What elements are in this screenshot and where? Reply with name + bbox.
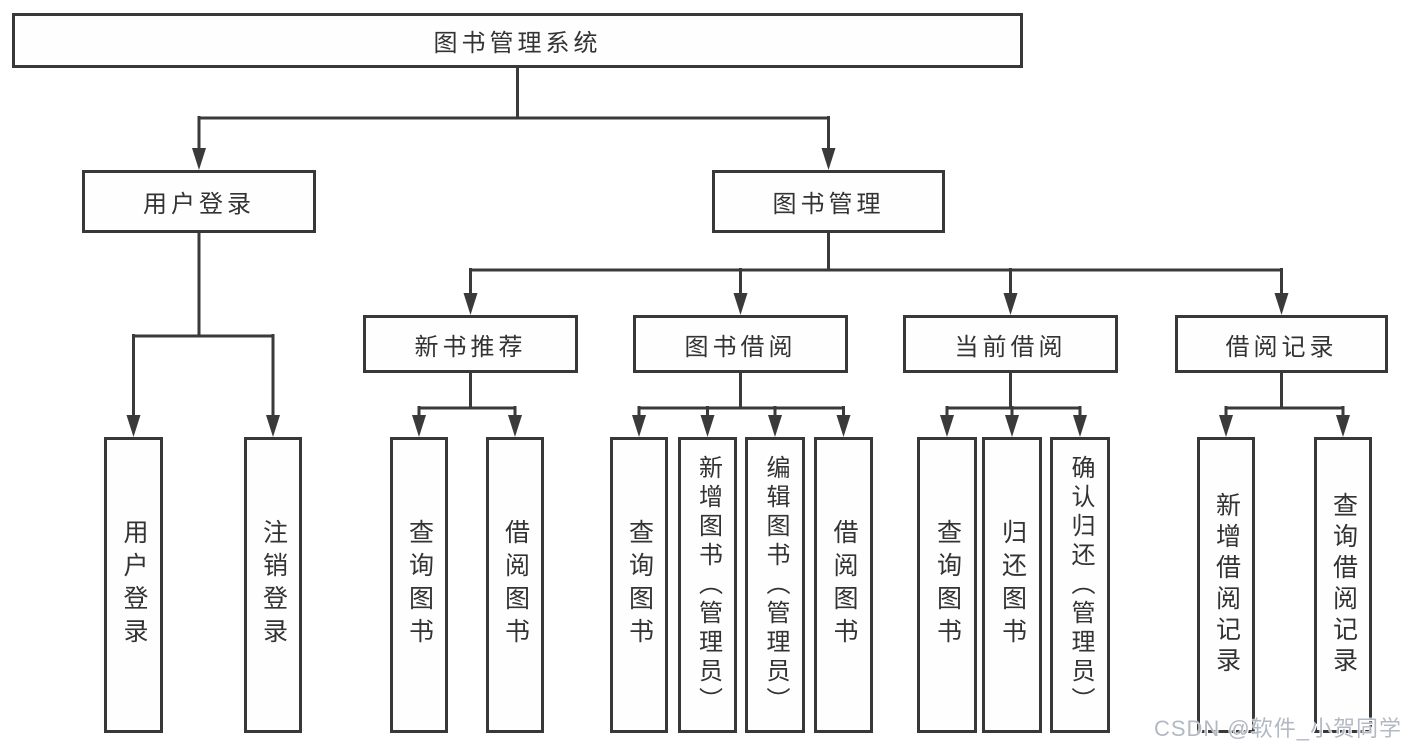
- node-current-borrow: 当前借阅: [903, 315, 1118, 373]
- node-label: 新书推荐: [414, 333, 527, 361]
- node-label: 新增图书（管理员）: [694, 454, 722, 716]
- node-label: 注销登录: [259, 519, 288, 651]
- node-label: 图书管理系统: [433, 30, 602, 57]
- node-label: 当前借阅: [954, 333, 1067, 361]
- node-leaf-query-books-3: 查询图书: [917, 437, 977, 733]
- node-label: 查询图书: [625, 519, 654, 651]
- node-label: 借阅图书: [830, 519, 858, 651]
- connector-borrow-records: [1219, 373, 1350, 437]
- node-book-borrow: 图书借阅: [633, 315, 848, 373]
- node-label: 图书管理: [772, 191, 885, 218]
- node-label: 借阅图书: [501, 519, 530, 651]
- node-label: 查询借阅记录: [1329, 492, 1358, 678]
- node-leaf-query-borrow-record: 查询借阅记录: [1314, 437, 1372, 733]
- node-leaf-add-books-admin: 新增图书（管理员）: [678, 437, 737, 733]
- node-leaf-edit-books-admin: 编辑图书（管理员）: [745, 437, 805, 733]
- node-label: 查询图书: [405, 519, 434, 651]
- node-new-book-recommend: 新书推荐: [363, 315, 578, 373]
- node-leaf-query-books-2: 查询图书: [610, 437, 668, 733]
- node-leaf-query-books-1: 查询图书: [390, 437, 448, 733]
- node-leaf-add-borrow-record: 新增借阅记录: [1197, 437, 1255, 733]
- connector-new-book: [412, 373, 522, 437]
- csdn-watermark: CSDN @软件_小贺同学: [1153, 716, 1402, 741]
- connector-book-management: [463, 233, 1289, 315]
- node-user-login: 用户登录: [82, 170, 316, 233]
- node-label: 编辑图书（管理员）: [762, 454, 789, 716]
- node-label: 新增借阅记录: [1212, 492, 1241, 678]
- node-library-management-system: 图书管理系统: [12, 13, 1023, 68]
- connector-book-borrow: [632, 373, 851, 437]
- node-leaf-return-books: 归还图书: [982, 437, 1042, 733]
- node-label: 查询图书: [933, 519, 962, 651]
- node-label: 归还图书: [998, 519, 1027, 651]
- node-leaf-borrow-books-1: 借阅图书: [486, 437, 544, 733]
- node-leaf-logout: 注销登录: [244, 437, 302, 733]
- node-label: 图书借阅: [684, 333, 797, 361]
- node-leaf-confirm-return-admin: 确认归还（管理员）: [1050, 437, 1110, 733]
- node-book-management: 图书管理: [712, 170, 945, 233]
- node-label: 用户登录: [120, 519, 148, 651]
- node-leaf-borrow-books-2: 借阅图书: [814, 437, 873, 733]
- connector-user-login: [126, 233, 280, 437]
- node-label: 确认归还（管理员）: [1067, 454, 1094, 716]
- node-label: 用户登录: [143, 191, 255, 218]
- node-label: 借阅记录: [1225, 333, 1338, 361]
- node-borrow-records: 借阅记录: [1175, 315, 1388, 373]
- node-leaf-user-login: 用户登录: [104, 437, 163, 733]
- connector-root: [192, 68, 836, 170]
- connector-current-borrow: [940, 373, 1087, 437]
